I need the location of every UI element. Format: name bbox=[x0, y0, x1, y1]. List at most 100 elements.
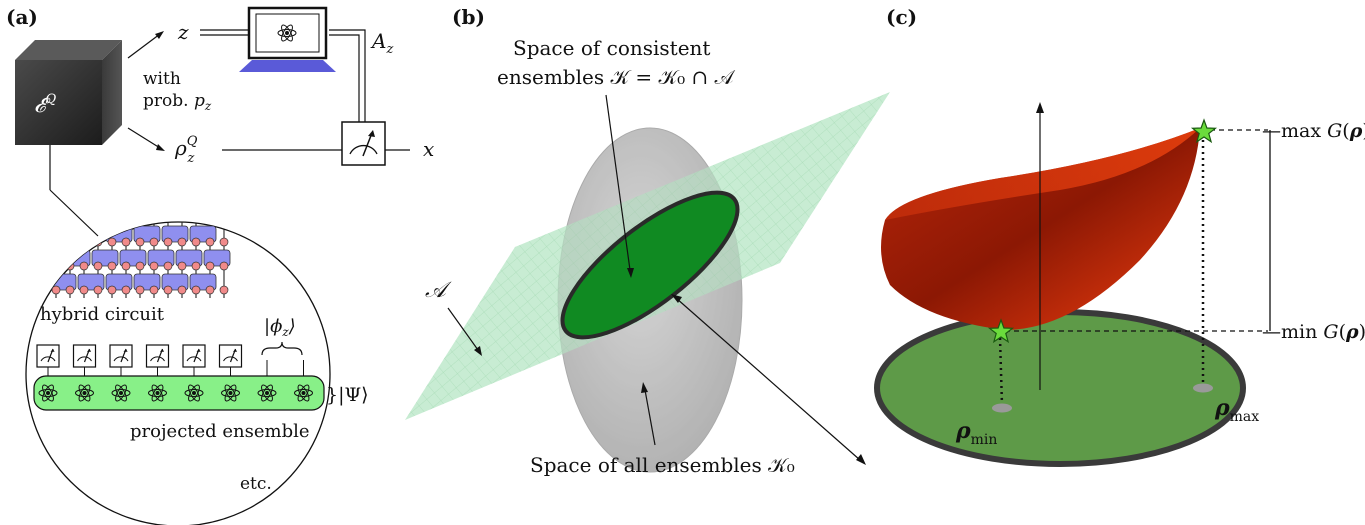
circuit-node bbox=[135, 261, 145, 271]
circuit-node bbox=[51, 222, 61, 223]
circuit-node bbox=[220, 190, 228, 198]
circuit-node bbox=[108, 190, 116, 198]
circuit-node bbox=[107, 285, 117, 295]
phi-label: |ϕz⟩ bbox=[264, 316, 296, 339]
circuit-node bbox=[177, 222, 187, 223]
title-line1: Space of consistent bbox=[513, 36, 710, 60]
psi-label: }|Ψ⟩ bbox=[326, 384, 369, 406]
circuit-node bbox=[65, 261, 75, 271]
circuit-gate bbox=[204, 202, 230, 218]
laptop-icon bbox=[239, 6, 336, 72]
panel-b-label: (b) bbox=[452, 5, 485, 29]
circuit-gate bbox=[120, 202, 146, 218]
rho-max-label: ρmax bbox=[1214, 395, 1259, 425]
circuit-gate bbox=[148, 202, 174, 218]
circuit-node bbox=[205, 222, 215, 223]
Az-label: Az bbox=[370, 29, 393, 57]
circuit-node bbox=[121, 261, 131, 271]
circuit-node bbox=[121, 222, 131, 223]
circuit-node bbox=[37, 222, 47, 223]
measurement-meter bbox=[341, 121, 386, 166]
circuit-node bbox=[65, 222, 75, 223]
circuit-node bbox=[191, 222, 201, 223]
with-label: with bbox=[143, 69, 181, 89]
circuit-node bbox=[219, 237, 229, 247]
circuit-gate bbox=[36, 202, 62, 218]
circuit-node bbox=[163, 237, 173, 247]
x-label: x bbox=[423, 137, 434, 161]
panel-b: (b) Space of consistent ensembles 𝒦 = 𝒦₀… bbox=[405, 5, 890, 477]
circuit-node bbox=[191, 237, 201, 247]
circuit-node bbox=[38, 190, 46, 198]
meter-icon bbox=[218, 344, 243, 368]
circuit-node bbox=[192, 190, 200, 198]
circuit-gate bbox=[92, 202, 118, 218]
prob-label: prob. pz bbox=[143, 91, 212, 113]
rho-min-point bbox=[992, 403, 1012, 413]
state-bar bbox=[33, 375, 325, 411]
circuit-node bbox=[79, 237, 89, 247]
rho-min-label: ρmin bbox=[955, 418, 997, 448]
rho-max-point bbox=[1193, 383, 1213, 393]
bottom-label: Space of all ensembles 𝒦₀ bbox=[530, 453, 795, 477]
circuit-gate bbox=[176, 202, 202, 218]
hybrid-circuit-label: hybrid circuit bbox=[40, 304, 165, 325]
circuit-node bbox=[66, 190, 74, 198]
circuit-node bbox=[65, 237, 75, 247]
circuit-node bbox=[219, 261, 229, 271]
circuit-node bbox=[135, 285, 145, 295]
etc-label: etc. bbox=[240, 474, 272, 494]
circuit-node bbox=[149, 261, 159, 271]
circuit-node bbox=[205, 261, 215, 271]
circuit-node bbox=[149, 285, 159, 295]
circuit-node bbox=[219, 285, 229, 295]
circuit-node bbox=[79, 222, 89, 223]
circuit-node bbox=[177, 237, 187, 247]
circuit-gate bbox=[49, 225, 77, 243]
circuit-node bbox=[79, 261, 89, 271]
circuit-node bbox=[205, 285, 215, 295]
circuit-node bbox=[205, 237, 215, 247]
circuit-node bbox=[150, 190, 158, 198]
circuit-node bbox=[177, 261, 187, 271]
circuit-node bbox=[191, 261, 201, 271]
circuit-node bbox=[163, 285, 173, 295]
circuit-node bbox=[107, 261, 117, 271]
circuit-gate bbox=[35, 249, 63, 267]
circuit-node bbox=[37, 285, 47, 295]
circuit-node bbox=[149, 237, 159, 247]
circuit-node bbox=[178, 190, 186, 198]
circuit-node bbox=[37, 261, 47, 271]
circuit-node bbox=[163, 222, 173, 223]
quantum-source-cube: 𝓔Q bbox=[15, 40, 122, 145]
circuit-node bbox=[107, 222, 117, 223]
max-star-icon bbox=[1190, 118, 1218, 144]
circuit-node bbox=[37, 237, 47, 247]
circuit-node bbox=[135, 222, 145, 223]
circuit-node bbox=[219, 222, 229, 223]
circuit-node bbox=[149, 222, 159, 223]
circuit-node bbox=[93, 222, 103, 223]
meter-icon bbox=[145, 344, 170, 368]
meter-icon bbox=[182, 344, 206, 368]
circuit-node bbox=[206, 190, 214, 198]
circuit-node bbox=[136, 190, 144, 198]
circuit-node bbox=[191, 285, 201, 295]
circuit-gate bbox=[77, 225, 105, 243]
circuit-node bbox=[93, 237, 103, 247]
circuit-node bbox=[135, 237, 145, 247]
max-label: —max G(ρ) bbox=[1262, 120, 1365, 142]
circuit-node bbox=[122, 190, 130, 198]
projected-ensemble-label: projected ensemble bbox=[130, 421, 310, 442]
panel-a-label: (a) bbox=[6, 5, 38, 29]
circuit-node bbox=[163, 261, 173, 271]
A-label: 𝒜 bbox=[425, 278, 452, 303]
z-label: z bbox=[177, 20, 189, 44]
circuit-node bbox=[51, 261, 61, 271]
meter-icon bbox=[109, 344, 133, 368]
min-label: —min G(ρ) bbox=[1262, 321, 1365, 343]
base-disk bbox=[874, 309, 1246, 467]
circuit-node bbox=[51, 237, 61, 247]
circuit-node bbox=[121, 285, 131, 295]
